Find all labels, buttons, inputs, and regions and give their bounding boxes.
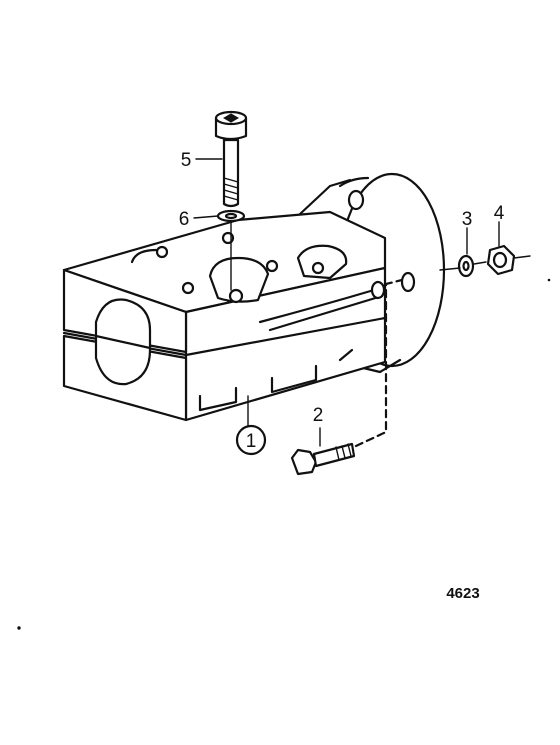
print-speck bbox=[17, 626, 21, 630]
callout-6: 6 bbox=[179, 209, 190, 230]
callout-5: 5 bbox=[181, 150, 192, 171]
bolt-assembly-line bbox=[354, 278, 404, 448]
nut-centerline bbox=[439, 255, 531, 271]
washer-small bbox=[216, 209, 246, 223]
callout-1-circle bbox=[235, 424, 267, 456]
cap-screw bbox=[214, 110, 248, 208]
washer-large bbox=[457, 254, 475, 278]
callout-3: 3 bbox=[462, 209, 473, 230]
figure-number: 4623 bbox=[446, 585, 479, 602]
callout-1: 1 bbox=[246, 431, 257, 452]
leader-lines bbox=[193, 158, 500, 447]
hex-nut bbox=[486, 244, 516, 276]
hex-bolt bbox=[290, 442, 356, 476]
bracket-block bbox=[62, 210, 387, 422]
flange-hole-right bbox=[400, 271, 416, 293]
flange-hole-top bbox=[347, 189, 365, 211]
callout-2: 2 bbox=[313, 405, 324, 426]
print-speck bbox=[547, 278, 551, 282]
callout-4: 4 bbox=[494, 203, 505, 224]
